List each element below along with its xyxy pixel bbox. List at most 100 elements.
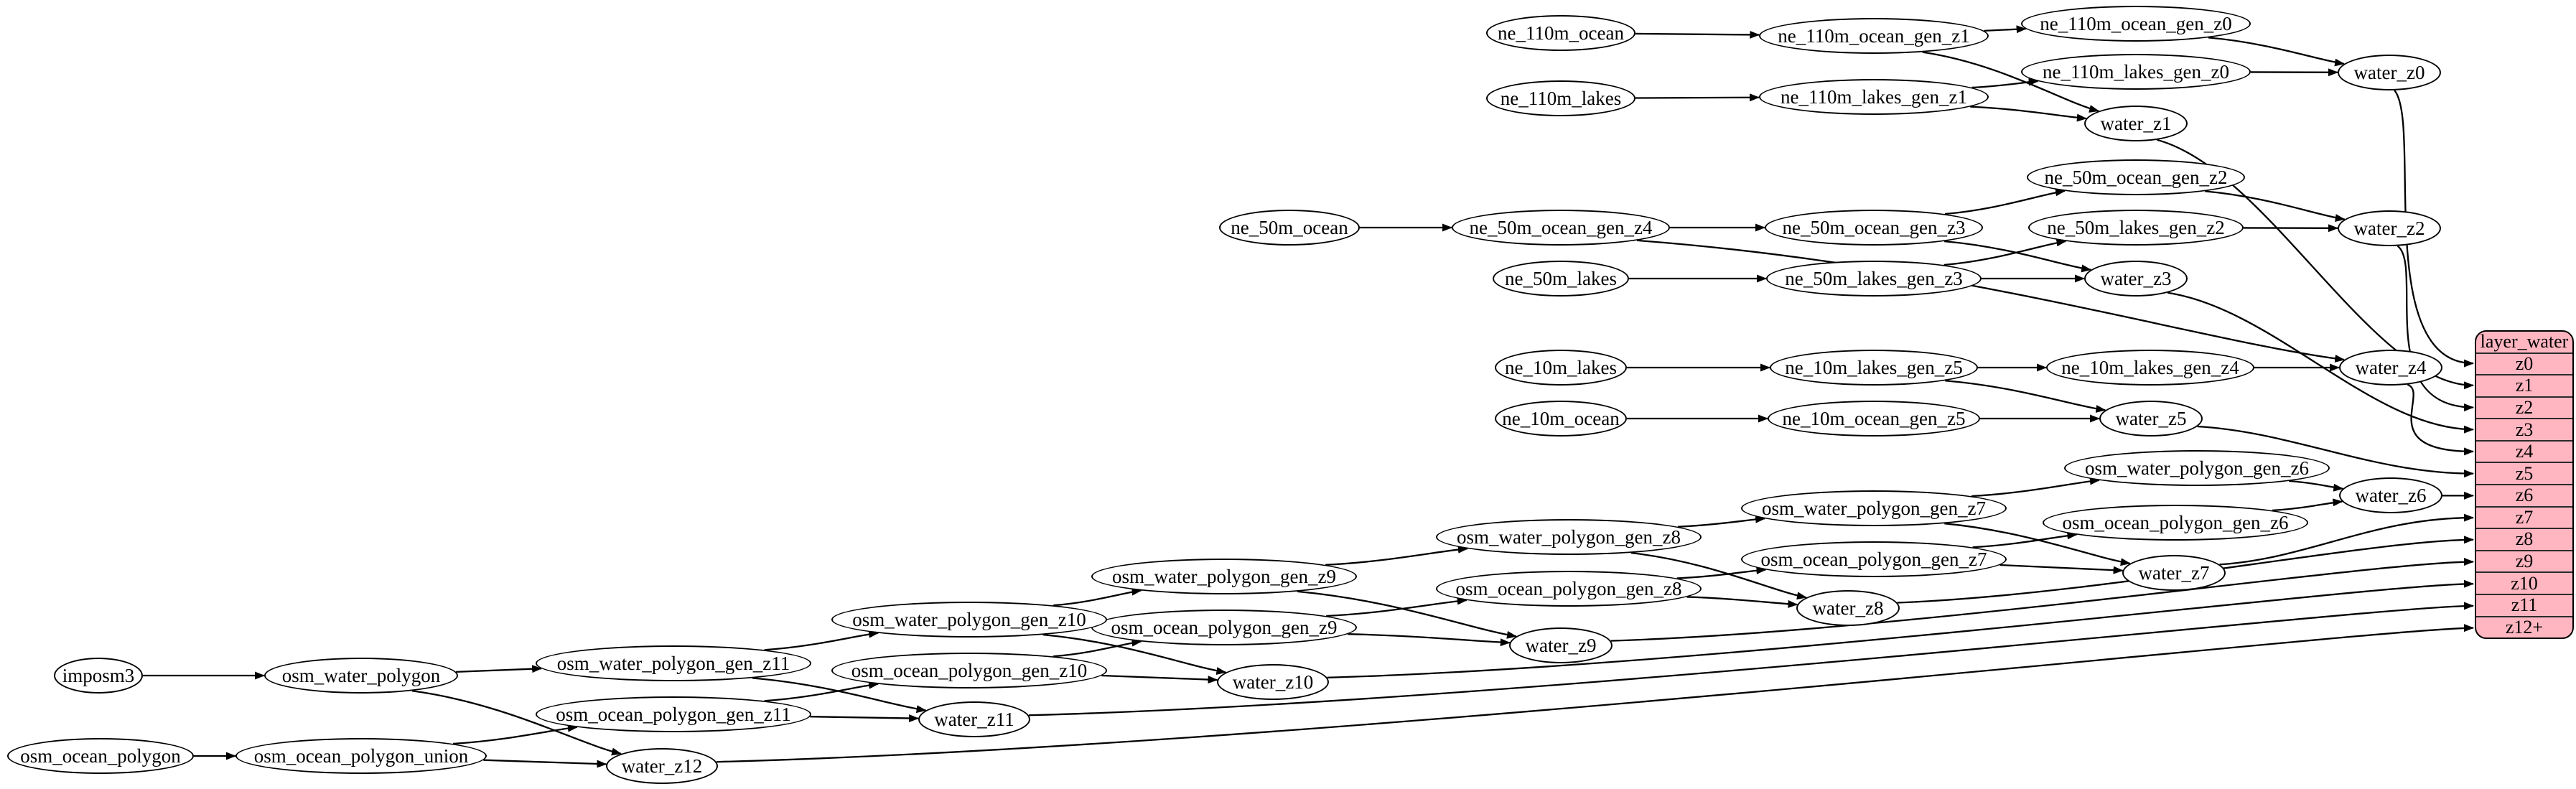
node-osm_ocean_polygon_gen_z9: osm_ocean_polygon_gen_z9 xyxy=(1091,610,1357,645)
table-row-z4: z4 xyxy=(2476,439,2572,462)
node-osm_water_polygon_gen_z10: osm_water_polygon_gen_z10 xyxy=(831,602,1107,638)
node-water_z4: water_z4 xyxy=(2339,350,2442,386)
node-osm_ocean_polygon_gen_z8: osm_ocean_polygon_gen_z8 xyxy=(1436,571,1702,607)
table-row-z8: z8 xyxy=(2476,528,2572,550)
node-ne_50m_lakes_gen_z3: ne_50m_lakes_gen_z3 xyxy=(1766,261,1982,297)
edge-osm_ocean_polygon_gen_z9-to-osm_ocean_polygon_gen_z8 xyxy=(1326,597,1467,617)
edge-osm_water_polygon-to-osm_water_polygon_gen_z11 xyxy=(456,665,543,673)
table-row-z5: z5 xyxy=(2476,462,2572,484)
node-ne_10m_lakes_gen_z4: ne_10m_lakes_gen_z4 xyxy=(2046,350,2254,386)
node-osm_water_polygon_gen_z7: osm_water_polygon_gen_z7 xyxy=(1741,490,2007,526)
node-ne_110m_ocean_gen_z1: ne_110m_ocean_gen_z1 xyxy=(1759,18,1989,54)
node-ne_50m_ocean_gen_z4: ne_50m_ocean_gen_z4 xyxy=(1452,210,1670,246)
node-osm_water_polygon_gen_z9: osm_water_polygon_gen_z9 xyxy=(1091,559,1357,594)
edge-osm_ocean_polygon_gen_z9-to-water_z9 xyxy=(1348,633,1511,647)
edge-osm_ocean_polygon_union-to-osm_ocean_polygon_gen_z11 xyxy=(452,724,578,745)
edge-ne_110m_ocean_gen_z0-to-water_z0 xyxy=(2208,37,2346,67)
edge-osm_water_polygon-to-water_z12 xyxy=(411,690,622,756)
edge-osm_ocean_polygon_gen_z10-to-osm_ocean_polygon_gen_z9 xyxy=(1053,638,1142,658)
edge-osm_ocean_polygon_gen_z11-to-water_z11 xyxy=(810,714,920,722)
edge-water_z7-to-layer_water-z7 xyxy=(2219,513,2474,566)
edge-osm_water_polygon_gen_z8-to-water_z8 xyxy=(1630,551,1807,600)
node-osm_water_polygon_gen_z6: osm_water_polygon_gen_z6 xyxy=(2064,450,2330,486)
edge-ne_50m_ocean_gen_z3-to-ne_50m_ocean_gen_z2 xyxy=(1944,188,2066,215)
edge-ne_50m_lakes_gen_z3-to-ne_50m_lakes_gen_z2 xyxy=(1943,238,2067,266)
edge-water_z5-to-layer_water-z5 xyxy=(2197,425,2474,478)
table-row-z6: z6 xyxy=(2476,484,2572,506)
edge-ne_110m_ocean_gen_z1-to-ne_110m_ocean_gen_z0 xyxy=(1984,25,2027,34)
node-water_z11: water_z11 xyxy=(918,701,1030,737)
edge-osm_ocean_polygon_gen_z7-to-osm_ocean_polygon_gen_z6 xyxy=(1972,531,2078,548)
node-osm_ocean_polygon: osm_ocean_polygon xyxy=(7,738,194,774)
table-row-z7: z7 xyxy=(2476,505,2572,528)
table-row-z10: z10 xyxy=(2476,571,2572,594)
node-ne_10m_ocean: ne_10m_ocean xyxy=(1495,401,1627,436)
node-osm_water_polygon: osm_water_polygon xyxy=(264,658,458,694)
node-water_z2: water_z2 xyxy=(2338,210,2441,246)
node-osm_ocean_polygon_gen_z11: osm_ocean_polygon_gen_z11 xyxy=(536,696,811,732)
edge-osm_water_polygon_gen_z9-to-water_z9 xyxy=(1297,590,1517,639)
node-osm_water_polygon_gen_z8: osm_water_polygon_gen_z8 xyxy=(1436,519,1702,555)
edge-osm_water_polygon_gen_z11-to-osm_water_polygon_gen_z10 xyxy=(764,630,879,651)
edge-water_z10-to-layer_water-z10 xyxy=(1327,579,2474,678)
edge-osm_ocean_polygon_union-to-water_z12 xyxy=(483,759,607,768)
node-water_z1: water_z1 xyxy=(2084,106,2188,141)
edge-water_z2-to-layer_water-z2 xyxy=(2397,245,2474,411)
node-osm_ocean_polygon_gen_z7: osm_ocean_polygon_gen_z7 xyxy=(1741,541,2007,577)
edge-osm_ocean_polygon_gen_z10-to-water_z10 xyxy=(1101,674,1218,684)
edge-ne_50m_ocean_gen_z2-to-water_z2 xyxy=(2205,190,2346,222)
edge-osm_water_polygon_gen_z11-to-water_z11 xyxy=(752,677,927,714)
edge-osm_ocean_polygon_gen_z6-to-water_z6 xyxy=(2272,498,2343,512)
edge-osm_water_polygon_gen_z7-to-osm_water_polygon_gen_z6 xyxy=(1971,477,2100,498)
edge-ne_10m_lakes_gen_z5-to-water_z5 xyxy=(1945,380,2106,413)
node-water_z8: water_z8 xyxy=(1796,590,1900,626)
node-osm_ocean_polygon_union: osm_ocean_polygon_union xyxy=(235,738,487,774)
edge-osm_ocean_polygon_gen_z8-to-osm_ocean_polygon_gen_z7 xyxy=(1676,566,1767,579)
edge-osm_ocean_polygon_gen_z8-to-water_z8 xyxy=(1686,596,1798,608)
node-water_z12: water_z12 xyxy=(606,748,718,784)
node-ne_50m_lakes_gen_z2: ne_50m_lakes_gen_z2 xyxy=(2028,210,2244,246)
edge-osm_water_polygon_gen_z6-to-water_z6 xyxy=(2289,480,2344,492)
edge-water_z12-to-layer_water-z12+ xyxy=(716,624,2474,763)
edge-ne_50m_ocean_gen_z4-to-water_z4 xyxy=(1637,239,2346,363)
node-imposm3: imposm3 xyxy=(54,658,143,694)
node-ne_110m_ocean_gen_z0: ne_110m_ocean_gen_z0 xyxy=(2021,6,2251,42)
edge-water_z4-to-layer_water-z4 xyxy=(2407,383,2474,456)
table-row-z12+: z12+ xyxy=(2476,615,2572,638)
table-row-z1: z1 xyxy=(2476,374,2572,396)
node-osm_ocean_polygon_gen_z10: osm_ocean_polygon_gen_z10 xyxy=(831,653,1107,688)
edge-osm_ocean_polygon_gen_z7-to-water_z7 xyxy=(1999,564,2124,574)
node-ne_110m_lakes_gen_z1: ne_110m_lakes_gen_z1 xyxy=(1759,79,1989,115)
node-osm_ocean_polygon_gen_z6: osm_ocean_polygon_gen_z6 xyxy=(2043,505,2308,541)
layer-water-table-title: layer_water xyxy=(2480,331,2569,353)
node-ne_110m_ocean: ne_110m_ocean xyxy=(1486,15,1635,51)
edge-osm_water_polygon_gen_z10-to-water_z10 xyxy=(1042,633,1227,675)
node-ne_50m_ocean_gen_z2: ne_50m_ocean_gen_z2 xyxy=(2027,159,2245,195)
node-ne_50m_ocean_gen_z3: ne_50m_ocean_gen_z3 xyxy=(1765,210,1983,246)
edge-osm_water_polygon_gen_z8-to-osm_water_polygon_gen_z7 xyxy=(1677,515,1766,528)
table-row-z9: z9 xyxy=(2476,549,2572,572)
node-water_z0: water_z0 xyxy=(2338,55,2441,90)
edge-water_z11-to-layer_water-z11 xyxy=(1028,602,2474,716)
edge-ne_110m_lakes_gen_z1-to-water_z1 xyxy=(1970,106,2087,122)
node-ne_10m_lakes_gen_z5: ne_10m_lakes_gen_z5 xyxy=(1770,350,1978,386)
edge-ne_50m_ocean_gen_z3-to-water_z3 xyxy=(1944,240,2092,273)
node-water_z6: water_z6 xyxy=(2339,477,2442,513)
edge-ne_110m_ocean-to-ne_110m_ocean_gen_z1 xyxy=(1635,30,1760,39)
edge-osm_water_polygon_gen_z9-to-osm_water_polygon_gen_z8 xyxy=(1325,545,1468,566)
node-ne_50m_lakes: ne_50m_lakes xyxy=(1493,261,1629,297)
node-water_z10: water_z10 xyxy=(1217,664,1329,700)
node-ne_10m_lakes: ne_10m_lakes xyxy=(1495,350,1627,386)
table-row-z0: z0 xyxy=(2476,352,2572,375)
edge-ne_110m_lakes_gen_z1-to-ne_110m_lakes_gen_z0 xyxy=(1971,78,2039,89)
node-ne_10m_ocean_gen_z5: ne_10m_ocean_gen_z5 xyxy=(1768,401,1980,436)
table-row-z2: z2 xyxy=(2476,396,2572,419)
edge-osm_ocean_polygon_gen_z11-to-osm_ocean_polygon_gen_z10 xyxy=(764,681,879,702)
node-ne_110m_lakes_gen_z0: ne_110m_lakes_gen_z0 xyxy=(2021,54,2251,90)
node-water_z7: water_z7 xyxy=(2122,555,2226,591)
node-water_z9: water_z9 xyxy=(1509,627,1613,663)
table-row-z3: z3 xyxy=(2476,418,2572,440)
node-water_z5: water_z5 xyxy=(2099,401,2203,436)
